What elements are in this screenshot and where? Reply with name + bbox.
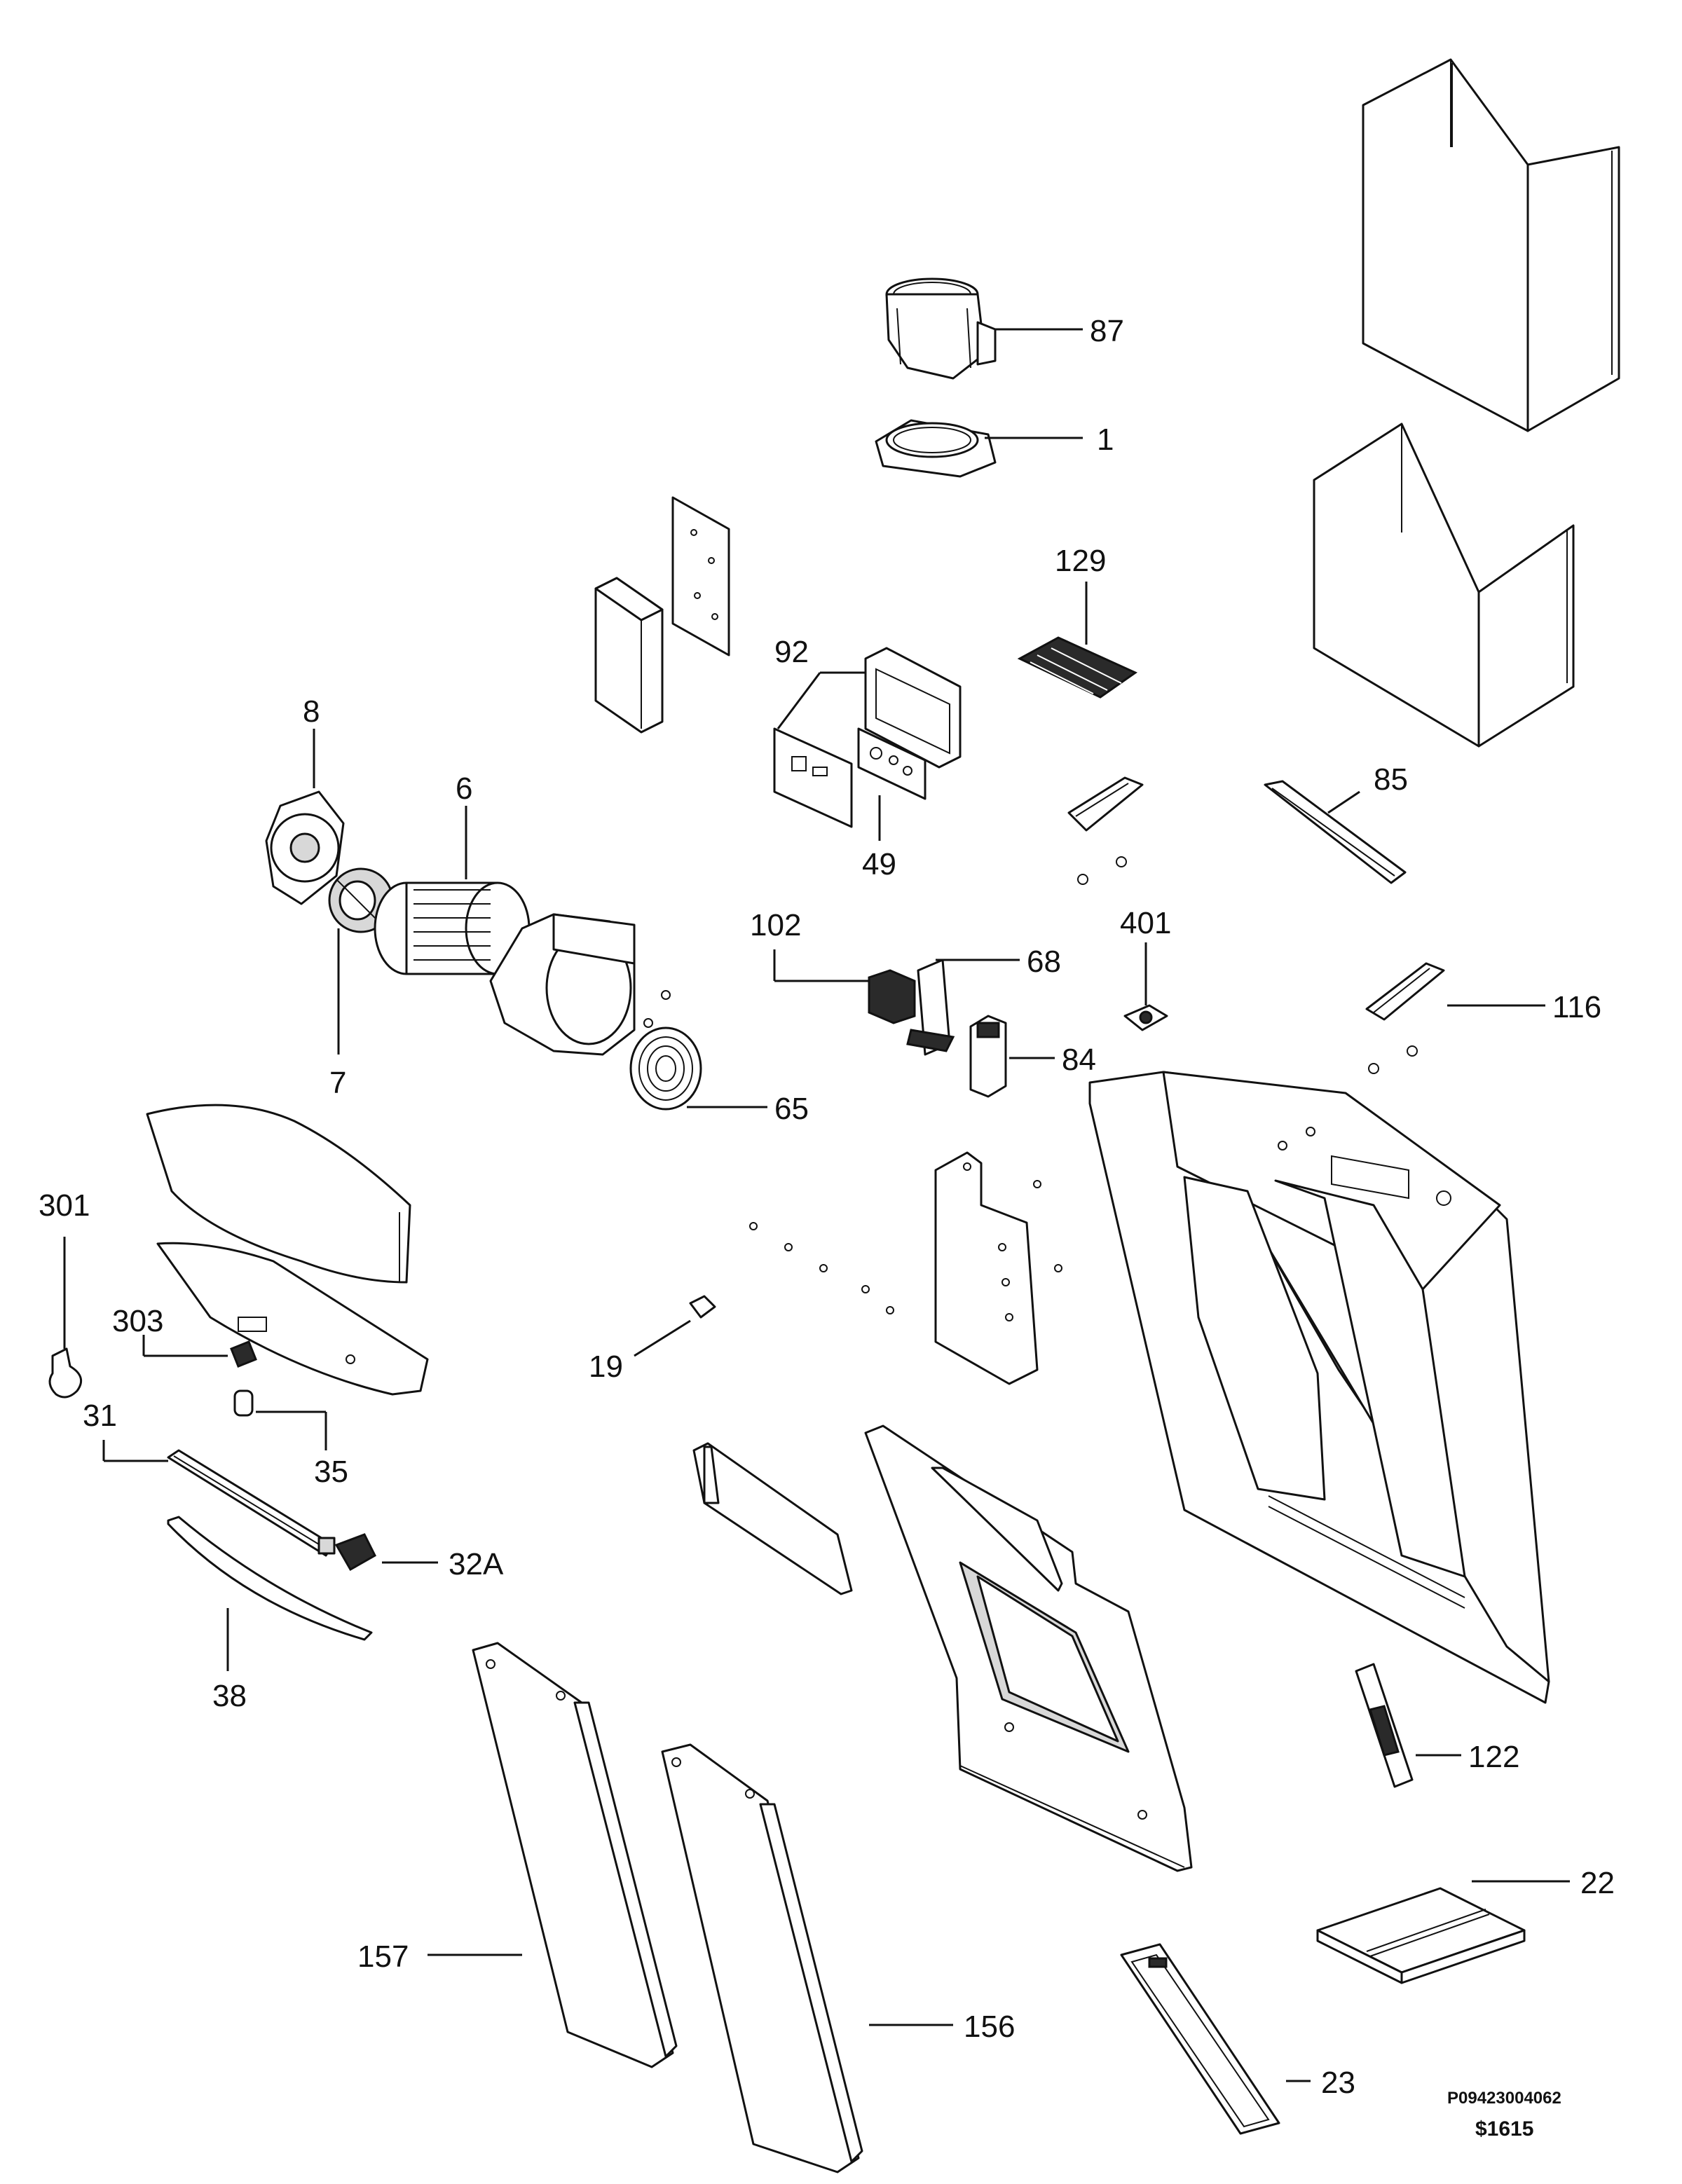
label-49: 49 <box>862 847 896 881</box>
label-157: 157 <box>357 1939 409 1974</box>
front-trim-part <box>146 1104 411 1284</box>
board-cover-part <box>864 647 962 769</box>
rail-bracket-116-part <box>1365 962 1445 1074</box>
side-bracket-122-part <box>1355 1663 1414 1788</box>
lamp-bar-part <box>167 1449 336 1557</box>
label-38: 38 <box>212 1679 247 1713</box>
housing-screw-detail <box>643 990 671 1028</box>
filter-tray-part <box>692 1442 853 1595</box>
label-8: 8 <box>303 694 320 729</box>
label-1: 1 <box>1097 423 1114 457</box>
label-19: 19 <box>589 1349 623 1384</box>
collar-ring-part <box>875 419 997 478</box>
label-6: 6 <box>456 771 472 806</box>
inlet-grille-part <box>629 1026 702 1111</box>
capacitor-part <box>868 969 916 1024</box>
label-102: 102 <box>750 908 801 942</box>
label-129: 129 <box>1055 544 1106 578</box>
hood-body-part <box>1088 1071 1550 1704</box>
label-122: 122 <box>1468 1740 1519 1774</box>
drawing-code: P09423004062 <box>1447 2089 1561 2108</box>
upper-chimney-cover <box>1362 58 1620 432</box>
grease-filter-part <box>1120 1943 1280 2135</box>
side-panel-157-part <box>472 1642 678 2068</box>
duct-adapter-part <box>885 277 997 380</box>
rail-bracket-85-part <box>1264 780 1407 884</box>
label-85: 85 <box>1374 762 1408 797</box>
lamp-socket-part <box>334 1533 376 1572</box>
mounting-plate-part <box>671 496 730 657</box>
lower-chimney-cover <box>1313 423 1575 748</box>
label-116: 116 <box>1552 990 1601 1024</box>
label-68: 68 <box>1027 945 1061 979</box>
rail-bracket-left-part <box>1067 776 1144 885</box>
grille-plate-part <box>1017 636 1138 699</box>
switch-block-part <box>969 1015 1007 1098</box>
front-panel-part <box>864 1424 1193 1872</box>
lamp-clip-part <box>48 1347 83 1399</box>
blower-housing-part <box>489 913 636 1056</box>
control-board-part <box>773 727 853 828</box>
side-panel-156-part <box>661 1743 863 2173</box>
light-panel-part <box>156 1242 429 1396</box>
label-303: 303 <box>112 1304 163 1338</box>
capacitor-bracket-part <box>906 959 955 1056</box>
relay-board-part <box>857 727 927 800</box>
label-87: 87 <box>1090 314 1124 348</box>
revision-code: $1615 <box>1475 2117 1533 2141</box>
label-156: 156 <box>964 2010 1015 2044</box>
connector-part <box>689 1295 716 1319</box>
lamp-lens-part <box>167 1516 373 1641</box>
label-23: 23 <box>1321 2066 1355 2100</box>
back-plate-part <box>934 1151 1039 1385</box>
motor-mounting-plate-part <box>265 790 345 905</box>
control-box-part <box>594 577 664 734</box>
label-22: 22 <box>1580 1866 1615 1900</box>
label-31: 31 <box>83 1399 117 1433</box>
lamp-holder-part <box>230 1340 257 1368</box>
label-301: 301 <box>39 1188 90 1223</box>
label-35: 35 <box>314 1455 348 1489</box>
clip-part <box>1123 1004 1168 1031</box>
label-7: 7 <box>329 1066 346 1100</box>
label-401: 401 <box>1120 906 1171 940</box>
label-65: 65 <box>774 1092 809 1126</box>
bulb-part <box>233 1389 254 1417</box>
label-92: 92 <box>774 635 809 669</box>
label-32A: 32A <box>449 1547 504 1581</box>
carbon-filter-part <box>1316 1887 1526 1984</box>
screw-set-detail <box>749 1180 1062 1314</box>
label-84: 84 <box>1062 1043 1096 1077</box>
